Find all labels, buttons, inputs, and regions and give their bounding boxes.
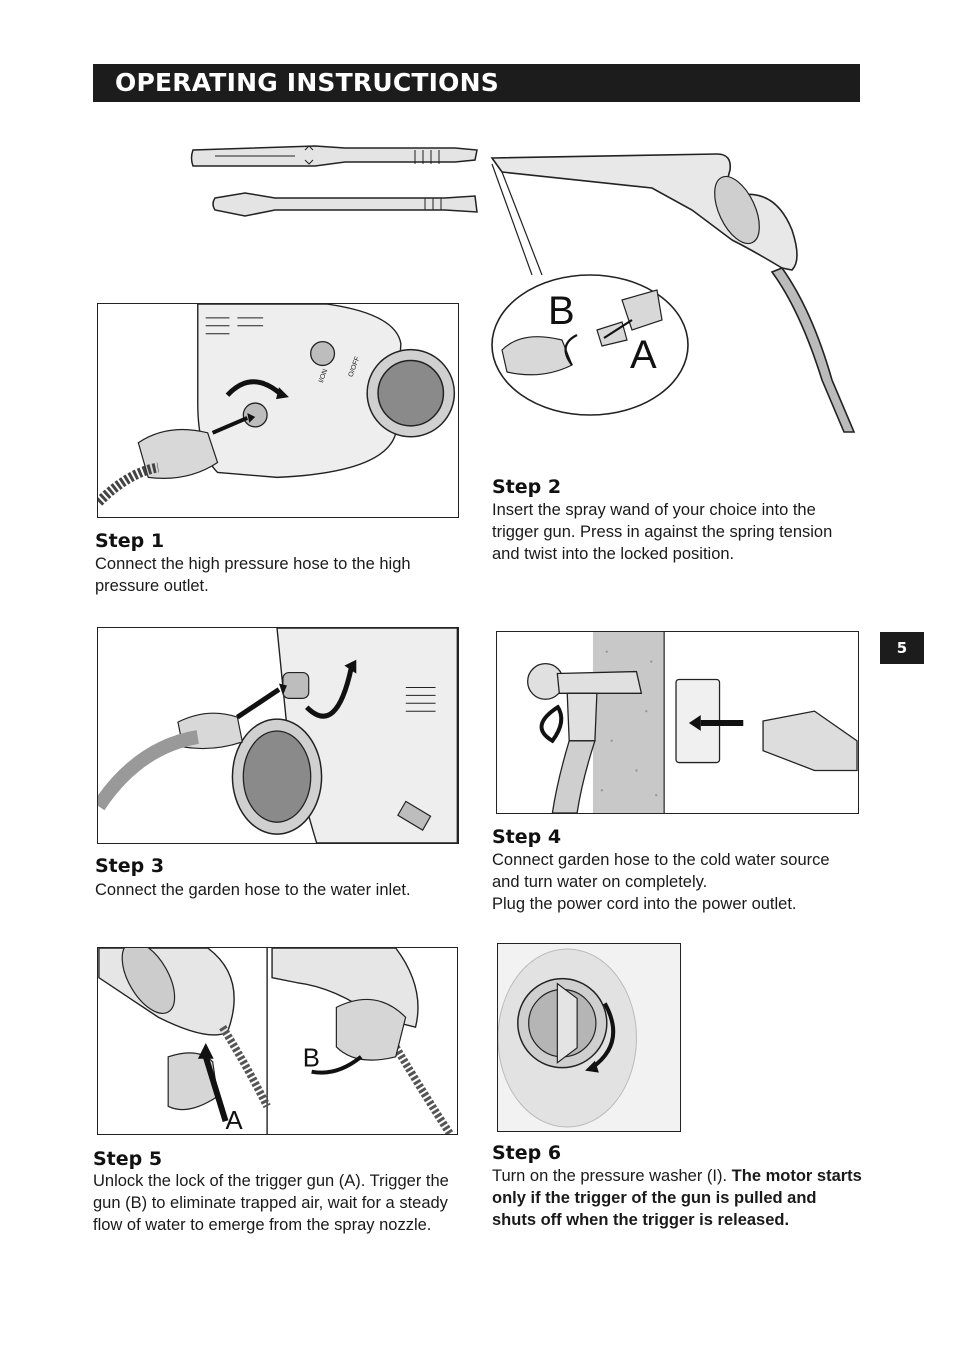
step-4-title: Step 4 xyxy=(492,826,562,848)
step-3-title: Step 3 xyxy=(95,855,165,877)
step-2-title: Step 2 xyxy=(492,476,562,498)
trigger-gun-illustration: B A xyxy=(482,140,862,435)
spray-wands-illustration xyxy=(185,138,485,228)
callout-a-step-5: A xyxy=(226,1107,244,1134)
step-1-title: Step 1 xyxy=(95,530,165,552)
step-6-text: Turn on the pressure washer (I). The mot… xyxy=(492,1165,862,1231)
step-1-figure: I/ON O/OFF xyxy=(97,303,459,518)
page-number-tab: 5 xyxy=(880,632,924,664)
step-5-text: Unlock the lock of the trigger gun (A). … xyxy=(93,1172,449,1234)
page-title: OPERATING INSTRUCTIONS xyxy=(115,68,499,97)
step-6-figure xyxy=(497,943,681,1132)
step-6-text-plain: Turn on the pressure washer (I). xyxy=(492,1167,732,1185)
step-4-text-line-2: Plug the power cord into the power outle… xyxy=(492,895,797,913)
step-4-figure xyxy=(496,631,859,814)
callout-b-step-5: B xyxy=(303,1045,320,1073)
callout-a: A xyxy=(630,333,657,377)
section-header: OPERATING INSTRUCTIONS xyxy=(93,64,860,102)
step-5-figure: A B xyxy=(97,947,458,1135)
step-4-text-line-1: Connect garden hose to the cold water so… xyxy=(492,851,830,891)
on-label: I/ON xyxy=(318,368,329,384)
step-6-title: Step 6 xyxy=(492,1142,562,1164)
callout-b: B xyxy=(548,289,575,333)
step-5-title: Step 5 xyxy=(93,1148,163,1170)
step-3-text: Connect the garden hose to the water inl… xyxy=(95,881,411,899)
step-3-figure xyxy=(97,627,459,844)
step-2-text: Insert the spray wand of your choice int… xyxy=(492,501,833,563)
step-1-text: Connect the high pressure hose to the hi… xyxy=(95,555,411,595)
step-6-text-bold: The motor starts only if the trigger of … xyxy=(492,1167,862,1229)
